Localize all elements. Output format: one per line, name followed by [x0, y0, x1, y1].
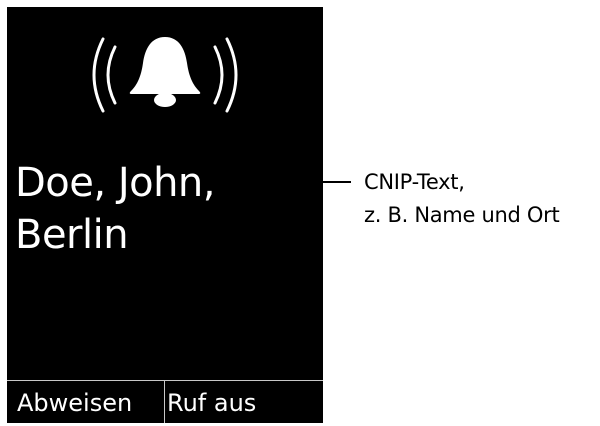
reject-softkey[interactable]: Abweisen: [17, 389, 133, 417]
ringer-off-softkey[interactable]: Ruf aus: [167, 389, 257, 417]
callout-leader-line: [307, 181, 351, 183]
softkey-divider: [164, 381, 165, 423]
caller-name: Doe, John,: [15, 160, 216, 206]
handset-display: Doe, John, Berlin Abweisen Ruf aus: [7, 7, 323, 423]
caller-location: Berlin: [15, 212, 129, 258]
caller-info: Doe, John, Berlin: [15, 157, 320, 261]
callout-description: z. B. Name und Ort: [364, 203, 560, 227]
callout-label: CNIP-Text, z. B. Name und Ort: [364, 166, 560, 232]
ringing-bell-icon: [92, 37, 238, 113]
callout-title: CNIP-Text,: [364, 170, 465, 194]
softkey-bar: Abweisen Ruf aus: [7, 380, 323, 423]
